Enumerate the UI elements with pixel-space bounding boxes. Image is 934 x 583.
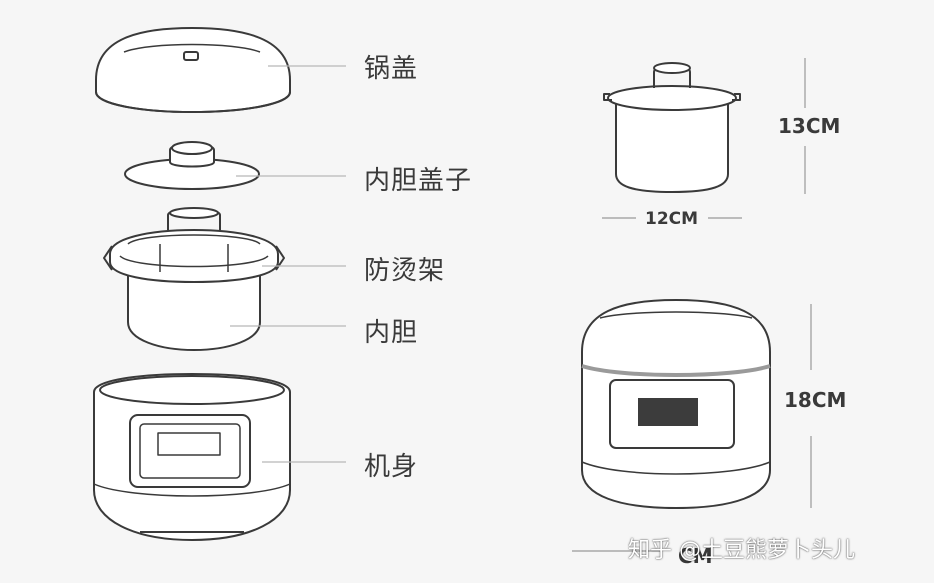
lid-drawing xyxy=(95,27,291,113)
dimension-cooker-width: CM xyxy=(678,544,713,568)
label-inner-lid: 内胆盖子 xyxy=(364,166,473,196)
label-body: 机身 xyxy=(364,452,419,482)
body-drawing xyxy=(93,373,291,541)
dimension-pot-width: 12CM xyxy=(645,209,699,229)
label-inner-pot: 内胆 xyxy=(364,318,419,348)
rice-cooker-drawing xyxy=(581,299,771,509)
watermark-text: 知乎 @土豆熊萝卜头儿 xyxy=(628,538,855,563)
small-pot-dimension-lines xyxy=(602,58,806,219)
inner-pot-drawing xyxy=(103,207,285,351)
leader-lines xyxy=(230,65,346,463)
dimension-pot-height: 13CM xyxy=(778,114,841,138)
rice-cooker-dimension-lines xyxy=(572,304,812,552)
label-lid: 锅盖 xyxy=(364,54,419,84)
label-heat-shield: 防烫架 xyxy=(364,256,446,286)
small-pot-drawing xyxy=(603,62,741,193)
dimension-cooker-height: 18CM xyxy=(784,388,847,412)
inner-lid-drawing xyxy=(124,141,260,190)
